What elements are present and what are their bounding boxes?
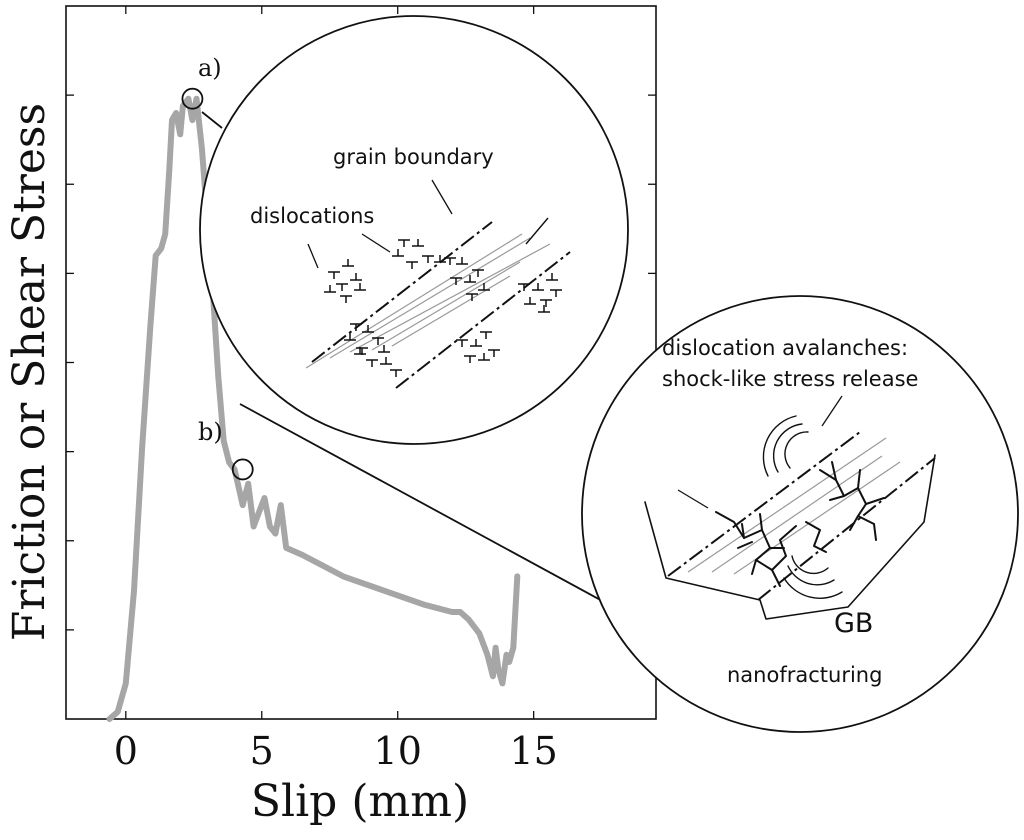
dislocation-symbol xyxy=(466,293,478,301)
stress-curve xyxy=(106,95,521,722)
dislocation-symbol xyxy=(328,271,340,279)
dislocation-symbol xyxy=(422,255,434,263)
avalanche-label-line1: dislocation avalanches: xyxy=(662,336,908,360)
dislocation-symbol xyxy=(488,349,500,357)
marker-circle xyxy=(181,87,204,110)
dislocation-symbol xyxy=(354,347,366,355)
dislocation-symbol xyxy=(412,239,424,247)
inset-b-circle xyxy=(581,295,1019,733)
dislocation-symbol xyxy=(546,273,558,281)
dislocation-symbol xyxy=(480,331,492,339)
dislocation-symbol xyxy=(464,275,476,283)
gb-label: GB xyxy=(834,608,873,639)
dislocation-symbol xyxy=(538,305,550,313)
connector-a xyxy=(201,111,223,129)
grain-boundary-pointer xyxy=(431,179,453,215)
dislocation-symbol xyxy=(478,353,490,361)
connector-b xyxy=(239,403,653,629)
dislocation-symbol xyxy=(470,339,482,347)
dislocation-symbol xyxy=(342,259,354,267)
shock-wave-arcs xyxy=(762,415,843,599)
dislocation-symbol xyxy=(464,355,476,363)
series-layer xyxy=(106,95,521,722)
dislocations-pointer-1 xyxy=(307,243,319,269)
dislocation-symbol xyxy=(340,295,352,303)
dislocations-label: dislocations xyxy=(250,204,374,228)
inset-b: dislocation avalanches: shock-like stres… xyxy=(581,295,1019,733)
grain-boundary-label: grain boundary xyxy=(333,145,494,169)
dislocation-symbols xyxy=(324,239,562,377)
x-axis-label: Slip (mm) xyxy=(251,776,469,827)
x-axis-ticks xyxy=(125,6,535,719)
dislocation-symbol xyxy=(398,239,410,247)
dislocation-symbol xyxy=(406,261,418,269)
x-tick-label: 0 xyxy=(114,729,138,773)
dislocation-symbol xyxy=(362,325,374,333)
x-tick-label: 5 xyxy=(250,729,274,773)
x-axis-tick-labels: 0 5 10 15 xyxy=(114,729,558,773)
dislocation-symbol xyxy=(456,339,468,347)
grain-outline xyxy=(644,454,936,620)
inset-a-circle xyxy=(199,15,629,445)
dislocation-symbol xyxy=(324,285,336,293)
x-tick-label: 10 xyxy=(374,729,422,773)
dislocation-symbol xyxy=(372,337,384,345)
dislocation-symbol xyxy=(350,323,362,331)
dislocation-symbol xyxy=(390,369,402,377)
dislocations-pointer-2 xyxy=(361,233,391,253)
markers-layer xyxy=(181,87,254,481)
inset-a: grain boundary dislocations xyxy=(199,15,629,445)
grain-boundary-band-b xyxy=(667,431,936,601)
dislocation-symbol xyxy=(524,297,536,305)
dislocation-symbol xyxy=(450,277,462,285)
dislocation-symbol xyxy=(378,345,390,353)
marker-label-a: a) xyxy=(198,54,222,82)
dislocation-symbol xyxy=(336,283,348,291)
grain-pointer-b xyxy=(677,489,709,509)
dislocation-symbol xyxy=(366,359,378,367)
dislocation-symbol xyxy=(354,283,366,291)
dislocation-symbol xyxy=(444,257,456,265)
dislocation-symbol xyxy=(392,249,404,257)
dislocation-symbol xyxy=(478,283,490,291)
nanofracturing-label: nanofracturing xyxy=(727,663,882,687)
dislocation-symbol xyxy=(350,273,362,281)
dislocation-symbol xyxy=(540,299,552,307)
marker-circle xyxy=(231,458,254,481)
avalanche-dislocations xyxy=(715,461,885,587)
marker-label-b: b) xyxy=(198,418,223,446)
dislocation-symbol xyxy=(434,255,446,263)
x-tick-label: 15 xyxy=(509,729,557,773)
dislocation-symbol xyxy=(344,333,356,341)
avalanche-label-line2: shock-like stress release xyxy=(662,367,918,391)
dislocation-symbol xyxy=(532,283,544,291)
dislocation-symbol xyxy=(456,257,468,265)
dislocation-symbol xyxy=(380,357,392,365)
y-axis-label: Friction or Shear Stress xyxy=(4,103,55,641)
avalanche-pointer xyxy=(821,395,843,427)
grain-boundary-band xyxy=(305,217,571,389)
dislocation-symbol xyxy=(550,289,562,297)
dislocation-symbol xyxy=(472,269,484,277)
dislocation-symbol xyxy=(518,283,530,291)
